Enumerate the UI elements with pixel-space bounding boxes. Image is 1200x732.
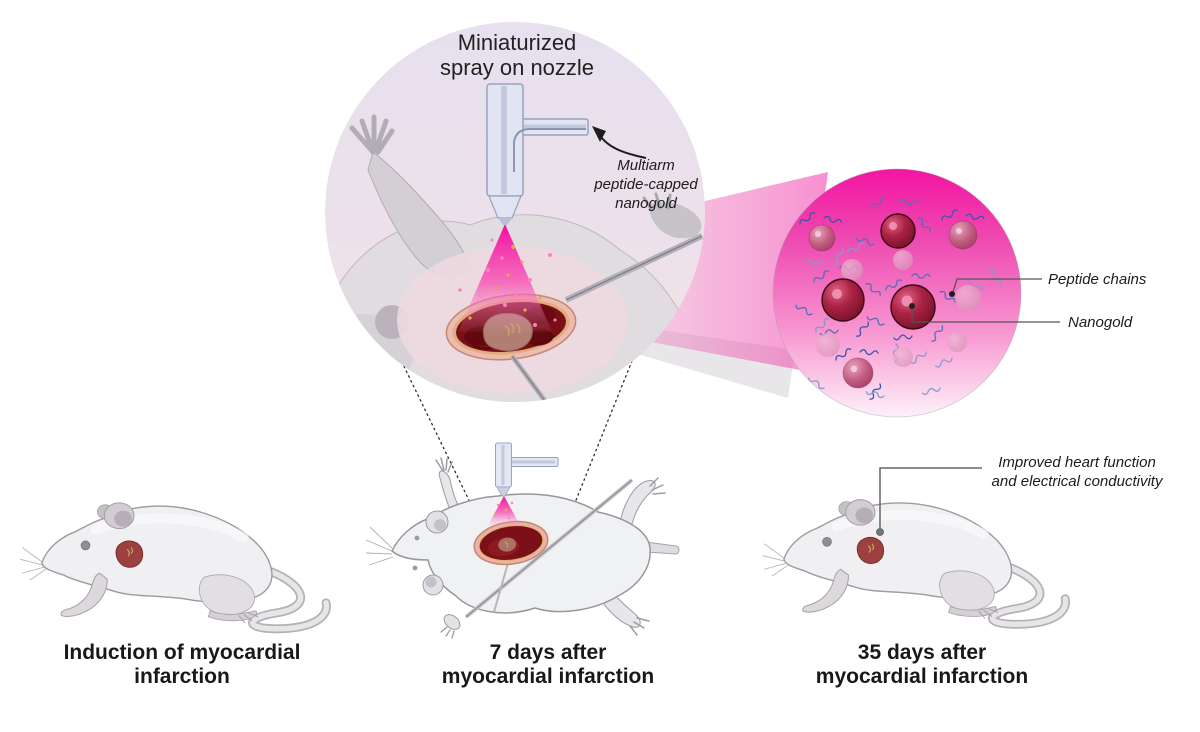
stage2-instrument (464, 478, 634, 619)
stage3-annotation-line2: and electrical conductivity (991, 473, 1163, 490)
nozzle-annotation-arrow (592, 126, 647, 159)
nozzle-annotation-line2: peptide-capped (594, 176, 698, 193)
nozzle-annotation-line3: nanogold (615, 195, 677, 212)
stage2-spray (487, 496, 521, 527)
stage2-caption-line2: myocardial infarction (441, 665, 655, 688)
magnified-view-title-line1: Miniaturized (457, 30, 577, 55)
stage2-caption-line1: 7 days after (489, 641, 607, 664)
retractor-rod (509, 354, 565, 402)
nanogold-label: Nanogold (1068, 314, 1133, 331)
nanogold-light-spheres (816, 250, 981, 367)
stage3-annotation-line1: Improved heart function (998, 454, 1156, 471)
magnified-view-circle (325, 22, 705, 402)
nozzle-annotation: Multiarm peptide-capped nanogold (576, 156, 716, 213)
stage3-mouse (762, 500, 1065, 625)
stage2-surgery-scene (365, 442, 680, 639)
peptide-chains-leader-line (949, 278, 1042, 297)
stage2-nozzle (495, 442, 559, 497)
stage3-caption: 35 days after myocardial infarction (772, 641, 1072, 689)
stage1-caption-line2: infarction (134, 665, 230, 688)
peptide-chains-label: Peptide chains (1048, 271, 1147, 288)
stage3-caption-line1: 35 days after (857, 641, 987, 664)
stage1-caption: Induction of myocardial infarction (32, 641, 332, 689)
nanogold-medium-spheres (808, 220, 978, 389)
nozzle-annotation-line1: Multiarm (617, 157, 675, 174)
magnified-view-title-line2: spray on nozzle (439, 55, 595, 80)
spray-cone (458, 224, 557, 332)
stage3-annotation: Improved heart function and electrical c… (968, 453, 1186, 491)
stage2-open-chest (473, 520, 549, 566)
surgical-instrument (564, 233, 704, 303)
magnified-view-title: Miniaturized spray on nozzle (427, 30, 607, 80)
stage3-caption-line2: myocardial infarction (815, 665, 1029, 688)
stage2-caption: 7 days after myocardial infarction (398, 641, 698, 689)
nanoparticle-view-circle (772, 168, 1060, 418)
stage1-mouse (20, 503, 326, 629)
stage3-annotation-leader-line (876, 467, 982, 536)
spray-nozzle (486, 83, 589, 225)
nanogold-leader-line (909, 303, 1060, 323)
stage1-caption-line1: Induction of myocardial (63, 641, 301, 664)
magnifier-dotted-lines (396, 351, 635, 524)
